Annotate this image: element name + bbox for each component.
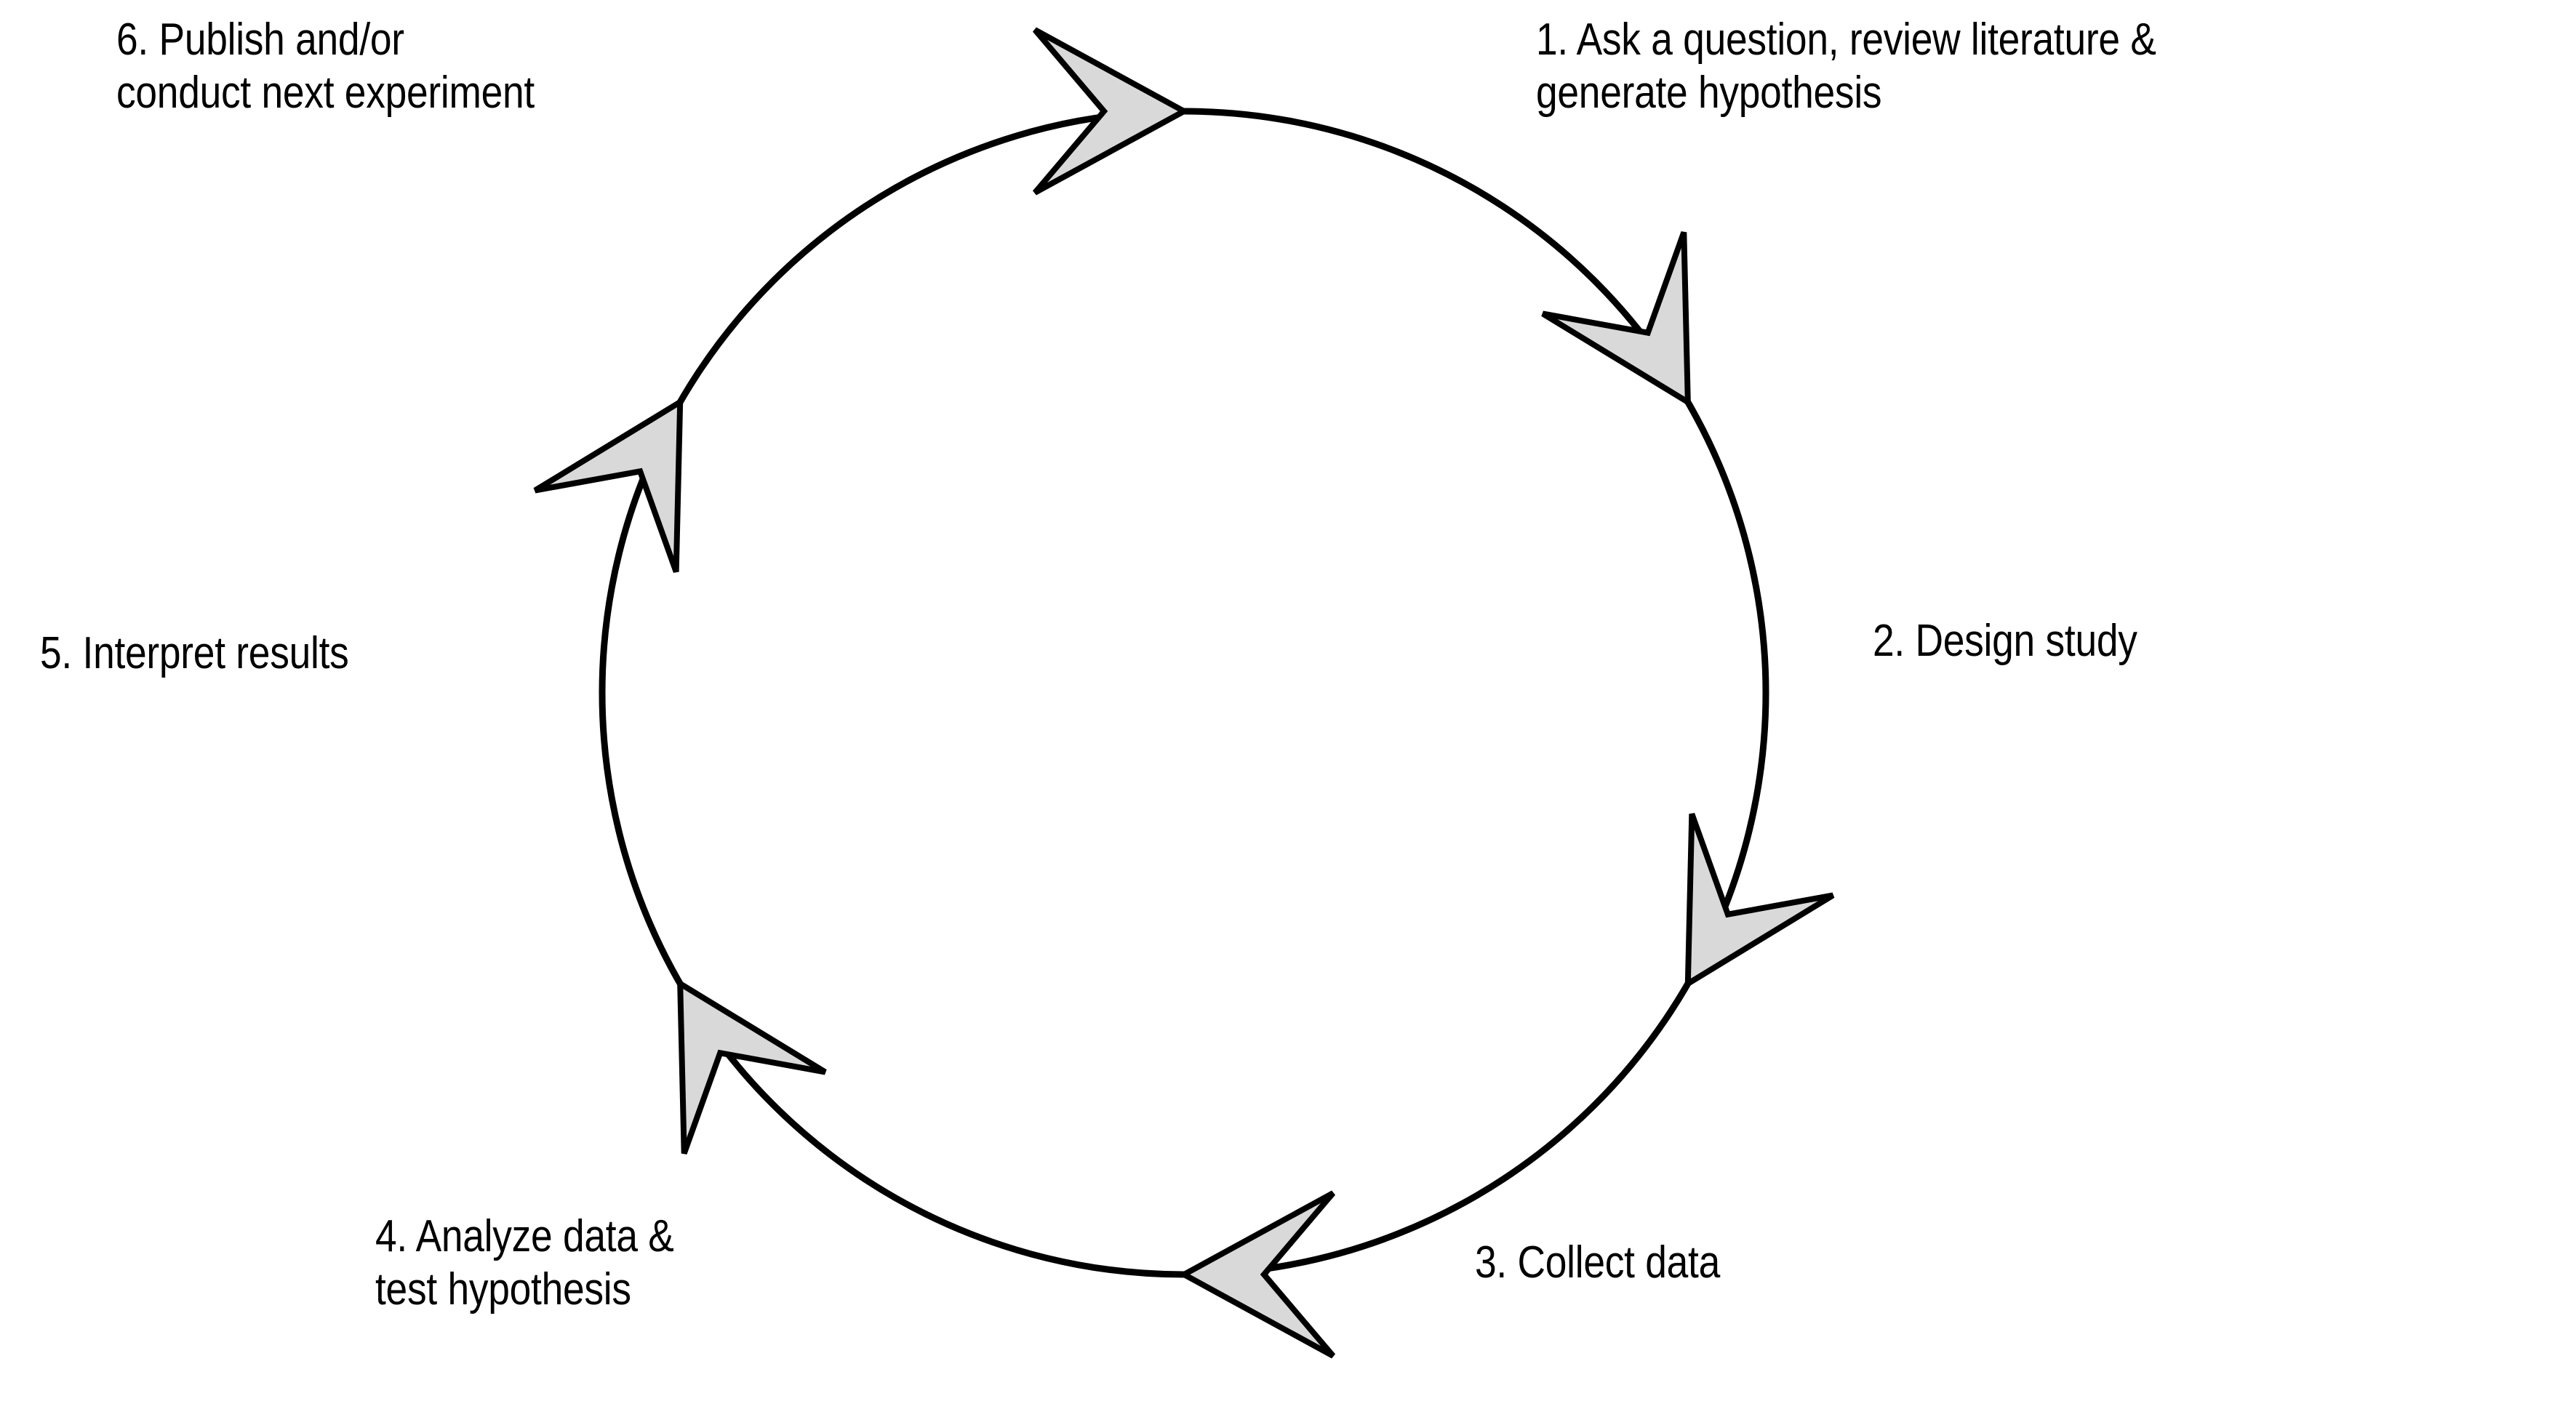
- step-label-3: 3. Collect data: [1475, 1237, 1720, 1288]
- cycle-arrow-2: [1684, 813, 1835, 989]
- cycle-arrow-3: [1177, 1190, 1336, 1359]
- step-label-4: 4. Analyze data & test hypothesis: [375, 1211, 674, 1315]
- cycle-arrow-5: [533, 396, 684, 573]
- cycle-arrow-4: [677, 978, 827, 1155]
- cycle-arrow-6: [1032, 27, 1191, 196]
- step-label-6: 6. Publish and/or conduct next experimen…: [116, 15, 535, 119]
- step-label-5: 5. Interpret results: [40, 628, 349, 678]
- step-label-2: 2. Design study: [1873, 616, 2137, 666]
- step-label-1: 1. Ask a question, review literature & g…: [1536, 15, 2156, 119]
- arrow-layer: [533, 27, 1835, 1359]
- cycle-circle: [599, 108, 1769, 1278]
- cycle-arrow-1: [1541, 231, 1691, 408]
